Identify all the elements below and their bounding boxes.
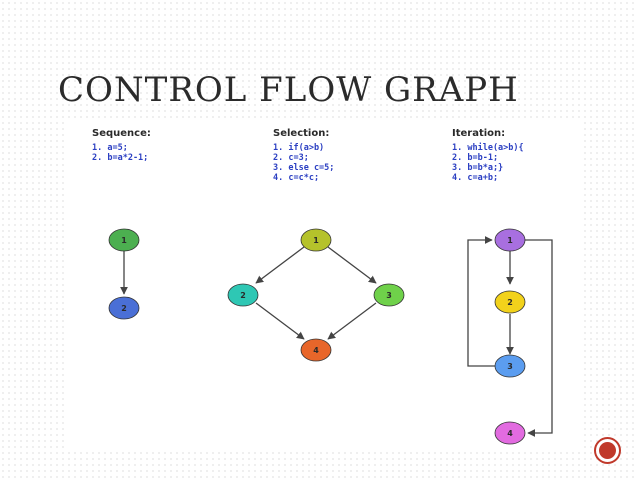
iteration-node-label: 1 (507, 236, 513, 245)
edge-it-1-4-exit (525, 239, 553, 437)
selection-node-label: 3 (386, 291, 392, 300)
selection-node-4 (300, 338, 332, 362)
iteration-code-line: 2. b=b-1; (452, 153, 499, 163)
iteration-node-label: 3 (507, 362, 513, 371)
edge-sel-1-3 (327, 246, 377, 284)
sequence-graph: 1 2 (108, 228, 140, 320)
selection-section: Selection: 1. if(a>b) 2. c=3; 3. else c=… (273, 128, 334, 183)
iteration-graph: 1 2 3 4 (467, 228, 553, 445)
selection-node-label: 1 (313, 236, 319, 245)
edge-it-3-1-loop (467, 236, 495, 367)
diagram-panel: Sequence: 1. a=5; 2. b=a*2-1; Selection:… (68, 120, 580, 450)
iteration-heading: Iteration: (452, 128, 506, 139)
iteration-node-3 (494, 354, 526, 378)
sequence-section: Sequence: 1. a=5; 2. b=a*2-1; (92, 128, 151, 163)
selection-code-line: 4. c=c*c; (273, 173, 320, 183)
selection-node-2 (227, 283, 259, 307)
iteration-section: Iteration: 1. while(a>b){ 2. b=b-1; 3. b… (452, 128, 524, 183)
iteration-node-label: 2 (507, 298, 513, 307)
iteration-code-line: 4. c=a+b; (452, 173, 499, 183)
edge-sel-3-4 (327, 302, 377, 340)
selection-code-line: 2. c=3; (273, 153, 309, 163)
iteration-node-label: 4 (507, 429, 513, 438)
sequence-code-line: 1. a=5; (92, 143, 128, 153)
sequence-node-1 (108, 228, 140, 252)
sequence-node-2 (108, 296, 140, 320)
selection-node-1 (300, 228, 332, 252)
iteration-node-4 (494, 421, 526, 445)
sequence-node-label: 2 (121, 304, 127, 313)
selection-node-label: 4 (313, 346, 319, 355)
sequence-code-line: 2. b=a*2-1; (92, 153, 149, 163)
selection-code-line: 3. else c=5; (273, 163, 335, 173)
selection-code-line: 1. if(a>b) (273, 143, 325, 153)
iteration-node-2 (494, 290, 526, 314)
iteration-code-line: 1. while(a>b){ (452, 143, 524, 153)
selection-heading: Selection: (273, 128, 330, 139)
selection-graph: 1 2 3 4 (227, 228, 405, 362)
next-slide-button[interactable] (594, 437, 621, 464)
edge-sel-2-4 (255, 302, 305, 340)
nav-circle-icon (599, 442, 616, 459)
selection-node-3 (373, 283, 405, 307)
edge-sel-1-2 (255, 246, 305, 284)
control-flow-graphs: 1 2 1 2 3 4 1 2 (108, 228, 553, 445)
sequence-heading: Sequence: (92, 128, 151, 139)
iteration-code-line: 3. b=b*a;} (452, 163, 504, 173)
sequence-node-label: 1 (121, 236, 127, 245)
iteration-node-1 (494, 228, 526, 252)
slide-title: CONTROL FLOW GRAPH (58, 70, 519, 110)
selection-node-label: 2 (240, 291, 246, 300)
